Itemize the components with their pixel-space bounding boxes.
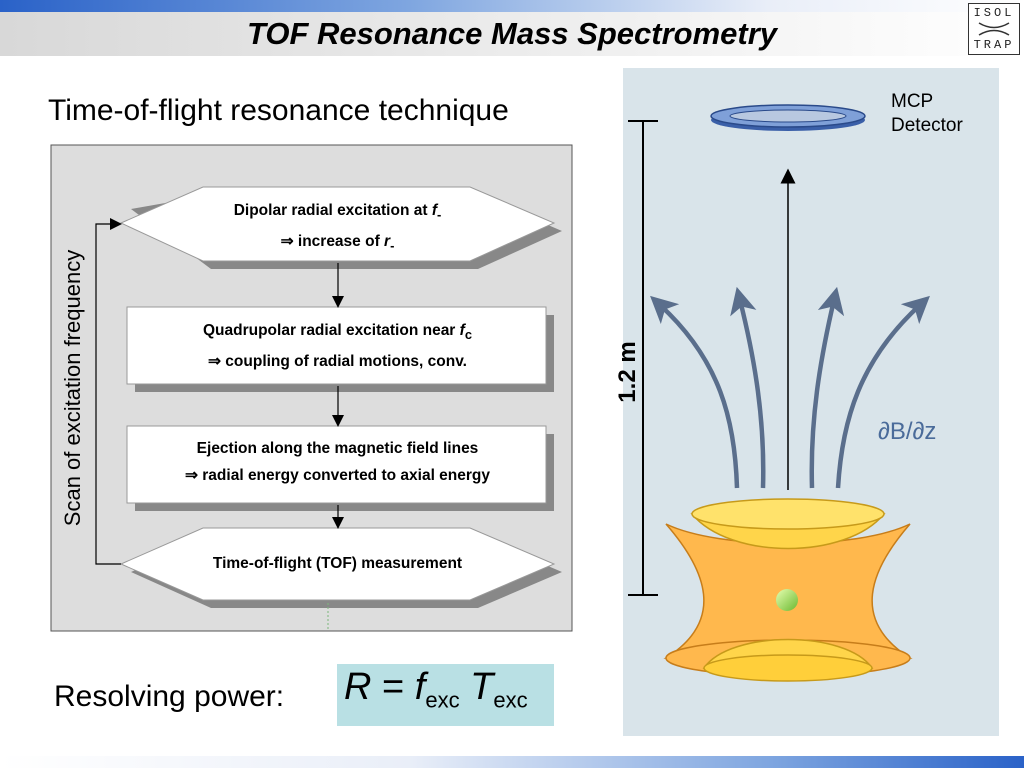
logo-trap-icon — [978, 22, 1010, 36]
scan-frequency-label: Scan of excitation frequency — [60, 249, 85, 527]
field-gradient-label: ∂B/∂z — [878, 418, 937, 445]
slide-title: TOF Resonance Mass Spectrometry — [246, 16, 778, 51]
bottom-accent-bar — [0, 756, 1024, 768]
field-arrow-right — [809, 286, 845, 489]
step-4-shape — [119, 527, 556, 601]
step-4-text: Time-of-flight (TOF) measurement — [212, 555, 463, 572]
field-arrow-far-left — [650, 295, 740, 489]
formula-box — [337, 664, 554, 726]
mcp-detector-hole — [729, 109, 847, 123]
logo-text-bottom: TRAP — [973, 38, 1015, 52]
isoltrap-logo: ISOL TRAP — [968, 3, 1020, 55]
step-3-shape — [126, 425, 547, 504]
resolving-power-formula: R = fexc Texc — [344, 666, 528, 713]
resolving-power-label: Resolving power: — [54, 680, 285, 713]
step-1-shape — [119, 186, 556, 262]
step-3-text: Ejection along the magnetic field lines … — [184, 440, 491, 484]
step-2-text: Quadrupolar radial excitation near fc ⇒ … — [202, 322, 473, 371]
distance-label: 1.2 m — [614, 341, 641, 403]
mcp-detector-label: MCP Detector — [891, 91, 963, 136]
top-accent-bar — [0, 0, 1024, 12]
ion-sphere — [776, 589, 798, 611]
title-bar — [0, 12, 1024, 56]
step-2-shape — [126, 306, 547, 385]
scan-loop-arrow — [95, 218, 122, 565]
field-arrow-far-right — [835, 295, 930, 489]
logo-text-top: ISOL — [973, 6, 1015, 20]
technique-heading: Time-of-flight resonance technique — [48, 94, 509, 127]
field-arrow-left — [730, 286, 766, 489]
trap-lower-endcap-base — [703, 654, 873, 682]
trap-upper-endcap-top — [691, 498, 885, 530]
step-1-text: Dipolar radial excitation at f- ⇒ increa… — [233, 202, 442, 254]
